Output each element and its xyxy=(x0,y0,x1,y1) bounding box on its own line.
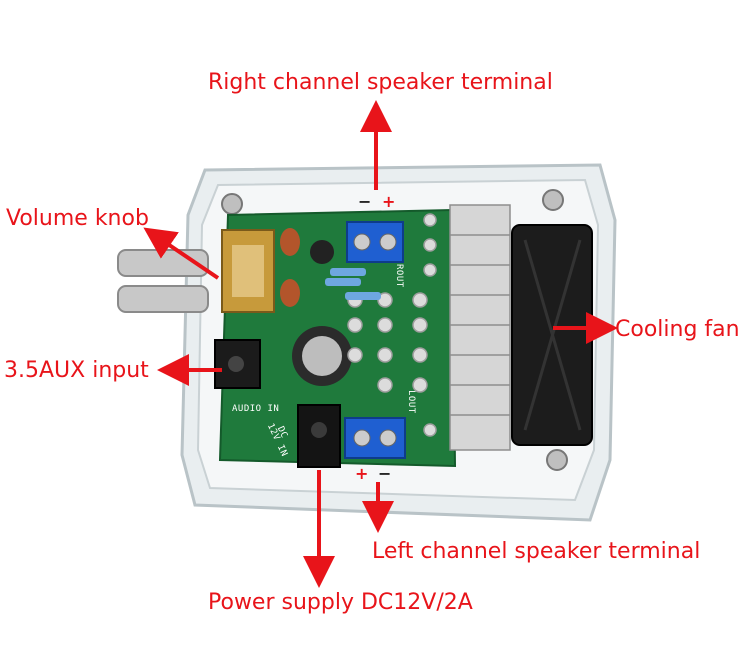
left-terminal-minus: − xyxy=(378,464,392,483)
label-power-supply: Power supply DC12V/2A xyxy=(208,590,473,615)
volume-potentiometer xyxy=(221,229,275,313)
left-speaker-terminal-block xyxy=(344,417,406,459)
label-right-channel: Right channel speaker terminal xyxy=(208,70,553,95)
dc-power-jack xyxy=(297,404,341,468)
cooling-fan xyxy=(511,224,593,446)
label-left-channel: Left channel speaker terminal xyxy=(372,539,701,564)
left-terminal-plus: + xyxy=(355,464,369,483)
aux-jack xyxy=(214,339,261,389)
silk-rout: ROUT xyxy=(394,264,404,288)
silk-lout: LOUT xyxy=(406,390,416,414)
arrow-volume xyxy=(143,227,220,280)
right-terminal-minus: − xyxy=(358,192,372,211)
solder-pads xyxy=(347,213,437,437)
right-terminal-plus: + xyxy=(382,192,396,211)
resistors xyxy=(325,268,381,300)
silk-audio-in: AUDIO IN xyxy=(232,404,280,414)
label-volume-knob: Volume knob xyxy=(6,206,149,231)
label-aux-input: 3.5AUX input xyxy=(4,358,149,383)
capacitors xyxy=(280,228,352,386)
label-cooling-fan: Cooling fan xyxy=(615,317,740,342)
heatsink xyxy=(449,204,511,451)
right-speaker-terminal-block xyxy=(346,221,404,263)
callout-arrows xyxy=(143,100,618,588)
